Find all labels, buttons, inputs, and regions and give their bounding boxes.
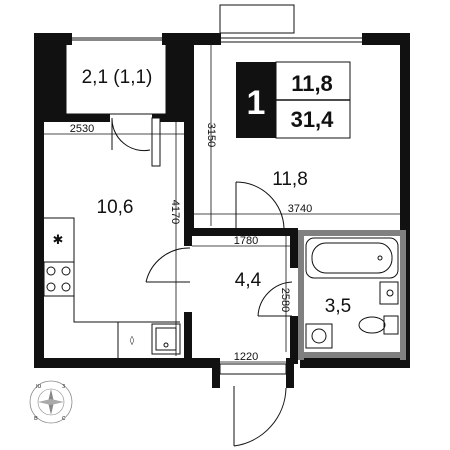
kitchen-door xyxy=(145,247,191,283)
washing-machine xyxy=(305,323,333,349)
stove xyxy=(43,261,75,297)
dim-entry-width: 1220 xyxy=(234,351,258,363)
compass-s: с xyxy=(62,415,66,422)
dim-living-height: 3150 xyxy=(205,123,217,147)
living-door xyxy=(235,181,285,229)
living-area: 11,8 xyxy=(272,169,308,190)
compass-w: в xyxy=(34,415,38,422)
entry-door xyxy=(212,358,294,447)
dim-kitchen-height: 4170 xyxy=(169,200,181,224)
outer-walls xyxy=(34,33,410,368)
badge-total-area: 31,4 xyxy=(291,107,335,132)
kitchen-area: 10,6 xyxy=(97,197,134,218)
compass-rose-icon: ю з в с xyxy=(29,380,73,424)
bathtub xyxy=(305,237,399,279)
bathroom-walls xyxy=(298,230,406,360)
dim-hall-width: 1780 xyxy=(234,235,258,247)
bathroom-area: 3,5 xyxy=(325,296,351,317)
dimension-lines xyxy=(44,45,400,363)
apartment-badge: 1 11,8 31,4 xyxy=(236,61,351,139)
toilet xyxy=(358,315,399,335)
dim-kitchen-width: 2530 xyxy=(70,123,94,135)
vent-icon: ✱ xyxy=(53,233,64,248)
balcony-area: 2,1 (1,1) xyxy=(82,67,153,88)
kitchen-counter xyxy=(44,217,180,323)
compass-e: з xyxy=(62,383,65,390)
compass-n: ю xyxy=(36,383,41,390)
dim-living-width: 3740 xyxy=(288,203,312,215)
balcony-outline xyxy=(65,39,167,115)
dim-hall-height: 2580 xyxy=(279,288,291,312)
bath-sink xyxy=(379,281,399,305)
badge-rooms: 1 xyxy=(247,84,266,122)
balcony-door xyxy=(111,117,161,167)
living-window-box xyxy=(219,4,295,34)
hall-area: 4,4 xyxy=(235,270,262,291)
boiler-icon: ◊ xyxy=(130,335,135,346)
badge-living-area: 11,8 xyxy=(291,71,333,96)
